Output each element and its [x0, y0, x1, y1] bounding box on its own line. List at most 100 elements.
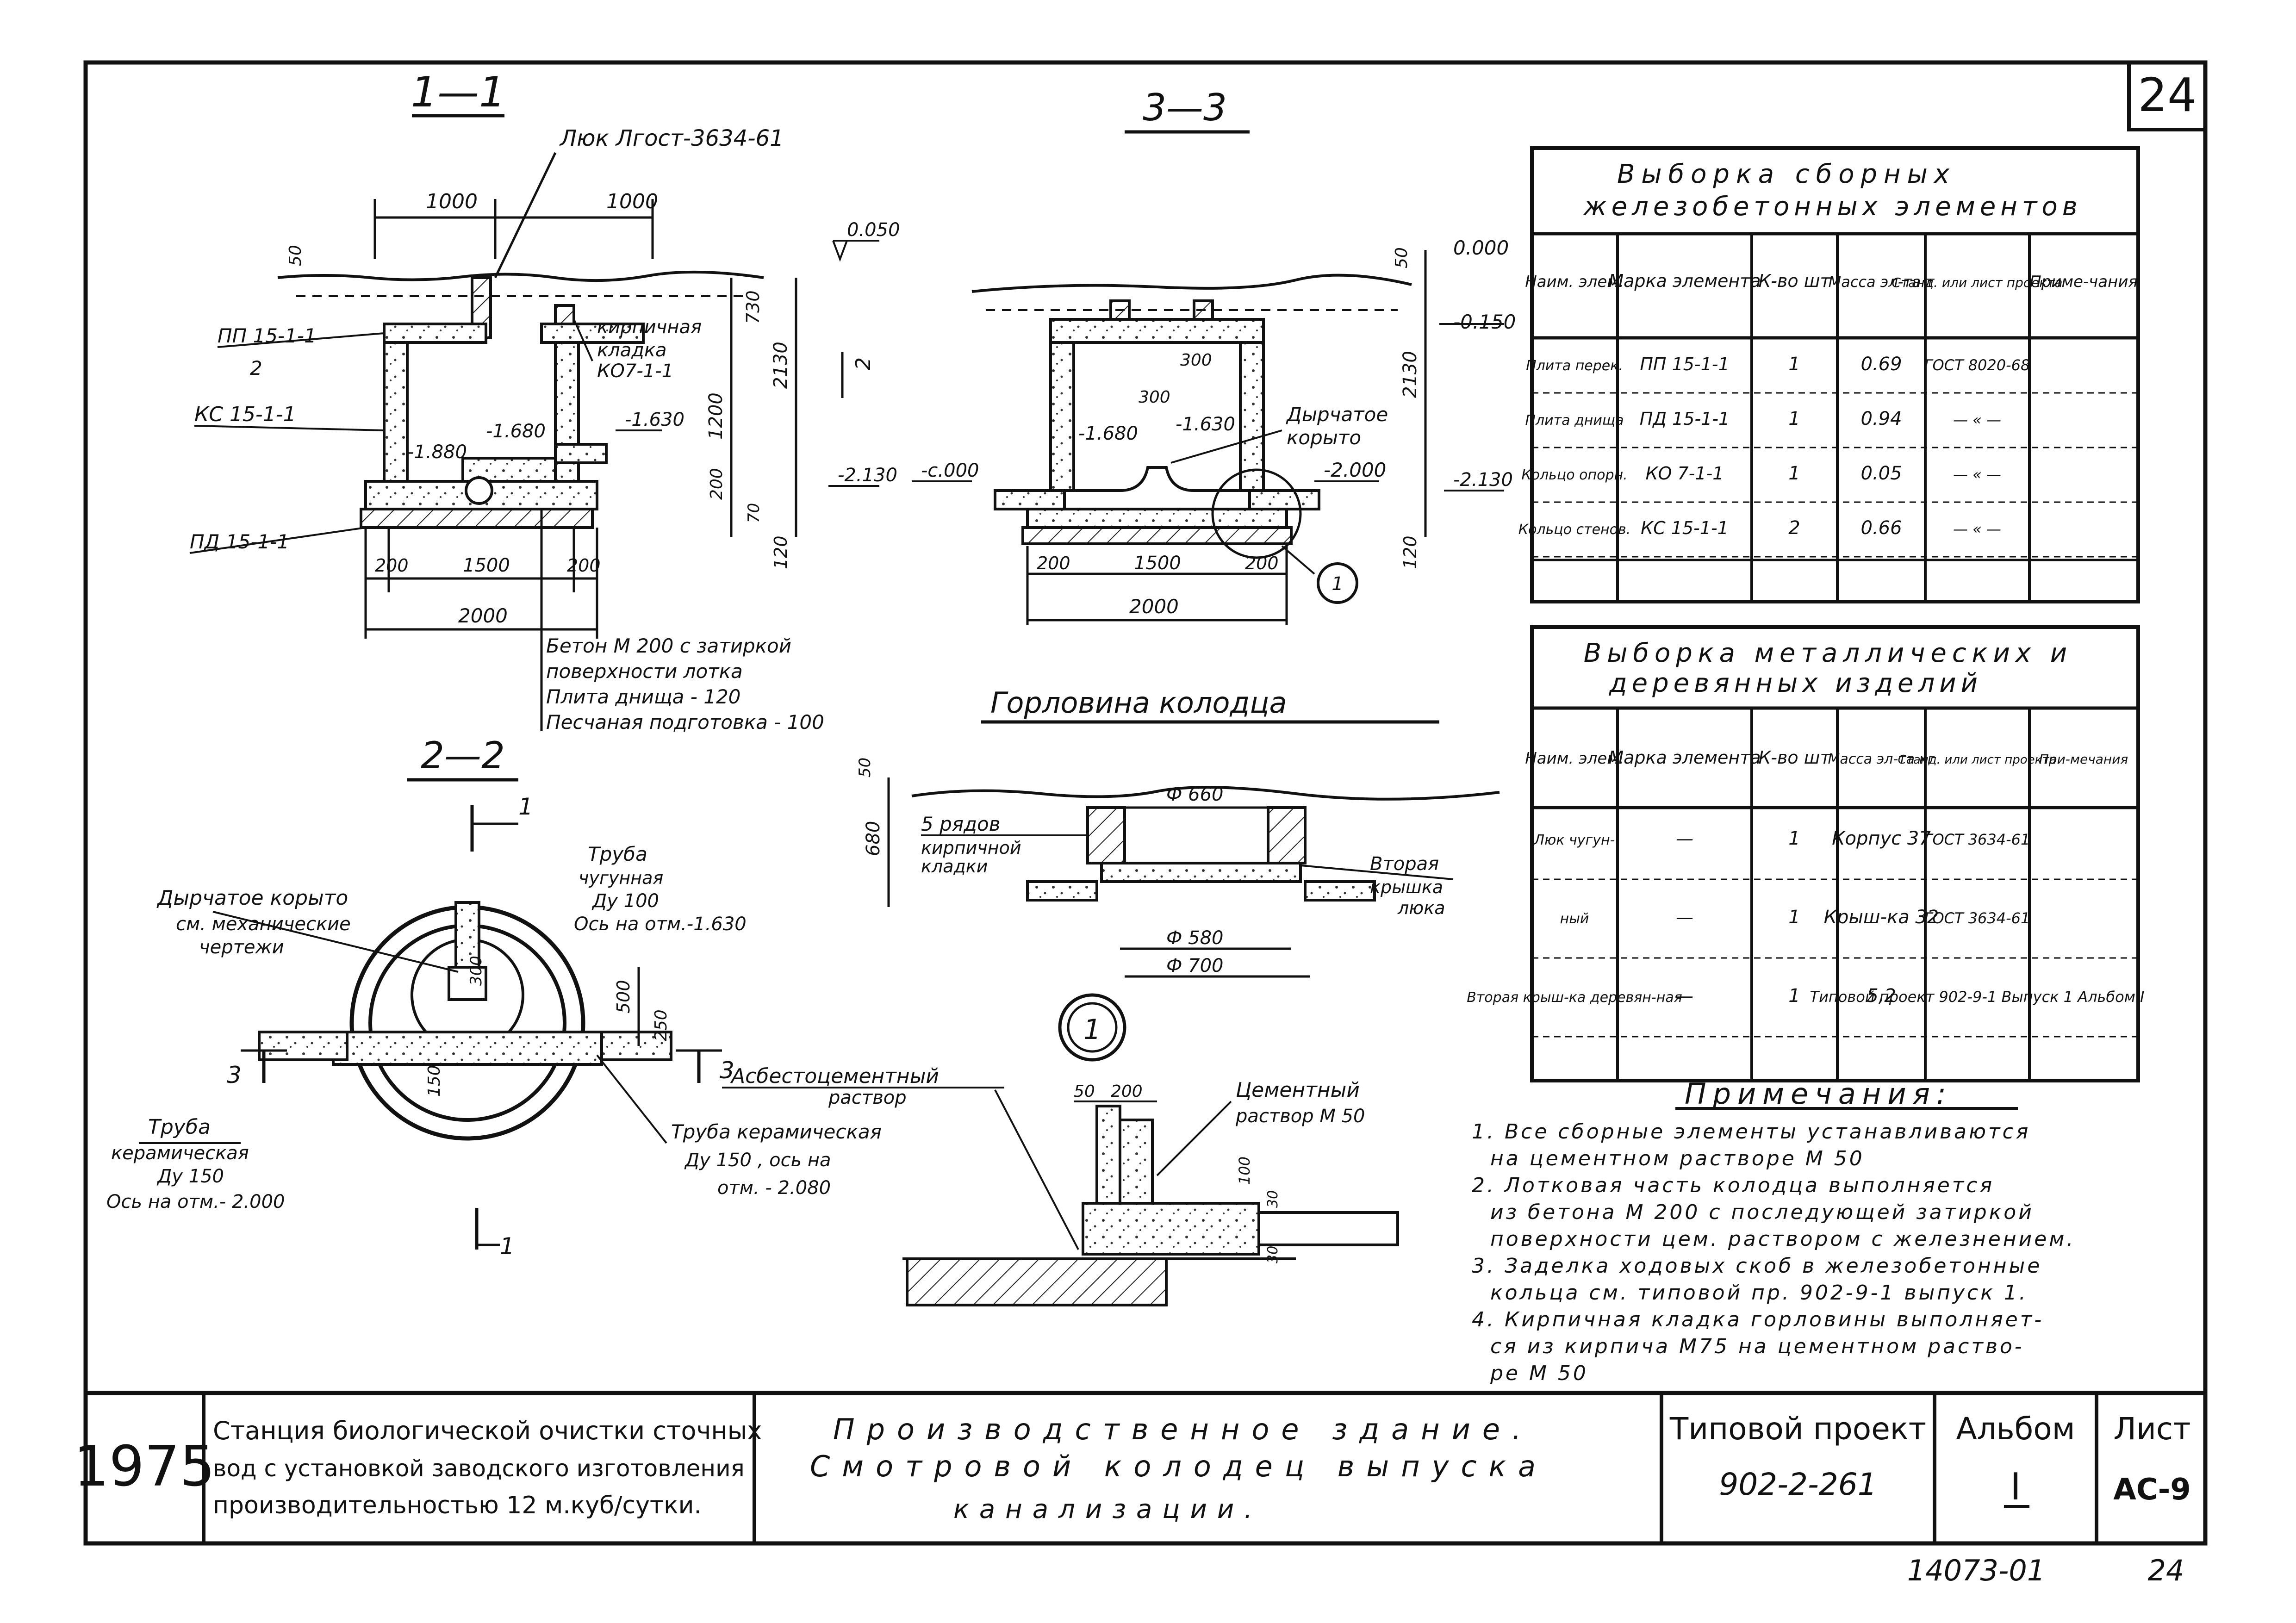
- t1-h-std: Станд. или лист проекта: [1892, 275, 2062, 290]
- ceramic-2: Ду 150 , ось на: [684, 1150, 831, 1171]
- t1-cell-r3-c0: Кольцо стенов.: [1518, 522, 1630, 538]
- elev-1630: -1.630: [625, 409, 684, 430]
- dim-1500: 1500: [463, 555, 510, 576]
- elev-1630-r: -1.630: [1176, 414, 1235, 435]
- dim-150: 150: [425, 1065, 444, 1097]
- t2-cell-r2-c2: 1: [1788, 985, 1800, 1007]
- t2-cell-r0-c1: —: [1676, 828, 1693, 849]
- elev-2000: -2.000: [1324, 459, 1386, 481]
- note-line-8: ся из кирпича М75 на цементном раство-: [1490, 1335, 2024, 1358]
- hatch-label: Люк Лгост-3634-61: [559, 125, 784, 151]
- dim-200-b: 200: [567, 555, 601, 576]
- t1-cell-r0-c4: ГОСТ 8020-68: [1924, 356, 2030, 374]
- detail-dim-30a: 30: [1265, 1190, 1281, 1208]
- detail-callout: 1: [1083, 1014, 1101, 1046]
- t2-cell-r0-c0: Люк чугун-: [1534, 832, 1615, 848]
- t2-cell-r2-c4: Типовой проект 902-9-1 Выпуск 1 Альбом I: [1810, 988, 2145, 1006]
- neck-lid-3: люка: [1397, 898, 1445, 918]
- note-line-2: 2. Лотковая часть колодца выполняется: [1472, 1174, 1994, 1197]
- detail-dim-200: 200: [1111, 1082, 1143, 1101]
- station-line-3: производительностью 12 м.куб/сутки.: [213, 1492, 702, 1519]
- callout-1-a: 1: [1332, 573, 1343, 595]
- section-2-2: 2—2 1 Труба чугунная Ду 100 Ось на отм.-…: [106, 734, 882, 1260]
- dim-2000: 2000: [458, 604, 508, 627]
- detail-dim-50: 50: [1074, 1082, 1095, 1101]
- mark-1-bottom: 1: [500, 1233, 515, 1260]
- t1-cell-r1-c4: — « —: [1953, 411, 2001, 429]
- dim-730: 730: [743, 290, 763, 324]
- dim-250: 250: [652, 1009, 671, 1041]
- table1-title-2: железобетонных элементов: [1582, 192, 2082, 222]
- t2-cell-r1-c2: 1: [1788, 907, 1800, 928]
- neck-phi-580: Ф 580: [1166, 927, 1224, 949]
- t2-cell-r0-c3: Корпус 37: [1832, 828, 1931, 849]
- concrete-note-1: Бетон М 200 с затиркой: [546, 634, 791, 657]
- ceramic-1: Труба керамическая: [671, 1120, 882, 1143]
- dim-50: 50: [286, 245, 305, 266]
- table-precast: Выборка сборных железобетонных элементов…: [1518, 146, 2140, 603]
- note-line-3: из бетона М 200 с последующей затиркой: [1490, 1200, 2034, 1224]
- year: 1975: [74, 1435, 215, 1499]
- dim-2000-b: 2000: [1129, 595, 1179, 618]
- elev-1880: -1.880: [407, 442, 467, 463]
- t1-cell-r1-c0: Плита днища: [1525, 412, 1624, 429]
- sheet-no: АС-9: [2113, 1473, 2191, 1507]
- dim-1500-b: 1500: [1134, 553, 1181, 574]
- dim-1000-left: 1000: [426, 190, 478, 213]
- dim-120-v: 120: [771, 535, 791, 569]
- elev-0050: 0.050: [847, 219, 900, 241]
- elev-c000: -с.000: [921, 460, 979, 481]
- trough-1: Дырчатое корыто: [156, 886, 348, 910]
- t1-cell-r1-c2: 1: [1788, 408, 1800, 429]
- t1-cell-r3-c2: 2: [1788, 517, 1800, 539]
- t1-h-qty: К-во шт: [1758, 271, 1831, 291]
- drawing-line-1: Производственное здание.: [833, 1412, 1533, 1446]
- note-line-6: кольца см. типовой пр. 902-9-1 выпуск 1.: [1490, 1281, 2028, 1305]
- asbestos-1: Асбестоцементный: [730, 1064, 939, 1088]
- dim-300-2: 300: [467, 956, 485, 986]
- section-1-1-title: 1—1: [411, 68, 506, 117]
- mark-3-right: 3: [720, 1057, 734, 1084]
- detail-1: 1 Асбестоцементный раствор 50 200 Цемент…: [722, 993, 1399, 1306]
- drawing-line-3: канализации.: [953, 1494, 1263, 1524]
- section-3-3: 3—3 50 0.000 -0.150 2130 300 300 -1.680 …: [912, 86, 1516, 625]
- note-line-7: 4. Кирпичная кладка горловины выполняет-: [1472, 1308, 2044, 1331]
- neck-detail: Горловина колодца 50 680 Ф 660 5 рядов к…: [856, 686, 1500, 978]
- bottom-code: 14073-01: [1907, 1554, 2046, 1587]
- t2-cell-r2-c3: 5,2: [1867, 985, 1896, 1007]
- t1-cell-r0-c2: 1: [1788, 354, 1800, 375]
- t2-cell-r0-c4: ГОСТ 3634-61: [1924, 831, 2030, 848]
- bottom-page: 24: [2148, 1554, 2184, 1587]
- elev-1680-r: -1.680: [1078, 423, 1138, 444]
- t1-cell-r2-c3: 0.05: [1860, 463, 1902, 484]
- concrete-note-2: поверхности лотка: [546, 660, 743, 683]
- t2-cell-r1-c1: —: [1676, 907, 1693, 927]
- station-line-2: вод с установкой заводского изготовления: [213, 1455, 745, 1482]
- dim-300-b: 300: [1139, 388, 1170, 407]
- label-trough-1: Дырчатое: [1286, 403, 1388, 426]
- neck-rows-2: кирпичной: [921, 838, 1021, 858]
- neck-phi-660: Ф 660: [1166, 784, 1224, 805]
- t2-h-qty: К-во шт: [1758, 747, 1831, 768]
- label-ko7: КО7-1-1: [597, 361, 673, 382]
- t1-cell-r0-c1: ПП 15-1-1: [1640, 354, 1729, 374]
- sheet-number-box: [2127, 61, 2207, 131]
- drawing-line-2: Смотровой колодец выпуска: [810, 1449, 1548, 1483]
- dim-1000-right: 1000: [606, 190, 658, 213]
- elev-0150: -0.150: [1453, 311, 1516, 333]
- table2-title-2: деревянных изделий: [1609, 668, 1982, 698]
- t1-cell-r2-c1: КО 7-1-1: [1646, 463, 1724, 484]
- dim-50-v: 50: [1392, 247, 1411, 268]
- neck-dim-50: 50: [856, 758, 874, 777]
- table2-title-1: Выборка металлических и: [1584, 638, 2072, 668]
- mark-2: 2: [852, 357, 875, 370]
- cement-2: раствор М 50: [1235, 1106, 1365, 1127]
- t1-cell-r0-c3: 0.69: [1860, 354, 1902, 375]
- t1-h-mass: Масса эл-та т: [1829, 273, 1935, 291]
- t2-cell-r2-c1: —: [1676, 986, 1693, 1006]
- ceramic-3: отм. - 2.080: [717, 1177, 831, 1199]
- t1-cell-r1-c3: 0.94: [1860, 408, 1902, 429]
- station-line-1: Станция биологической очистки сточных: [213, 1416, 762, 1445]
- neck-phi-700: Ф 700: [1166, 955, 1224, 976]
- pipe-in-2: чугунная: [579, 868, 663, 888]
